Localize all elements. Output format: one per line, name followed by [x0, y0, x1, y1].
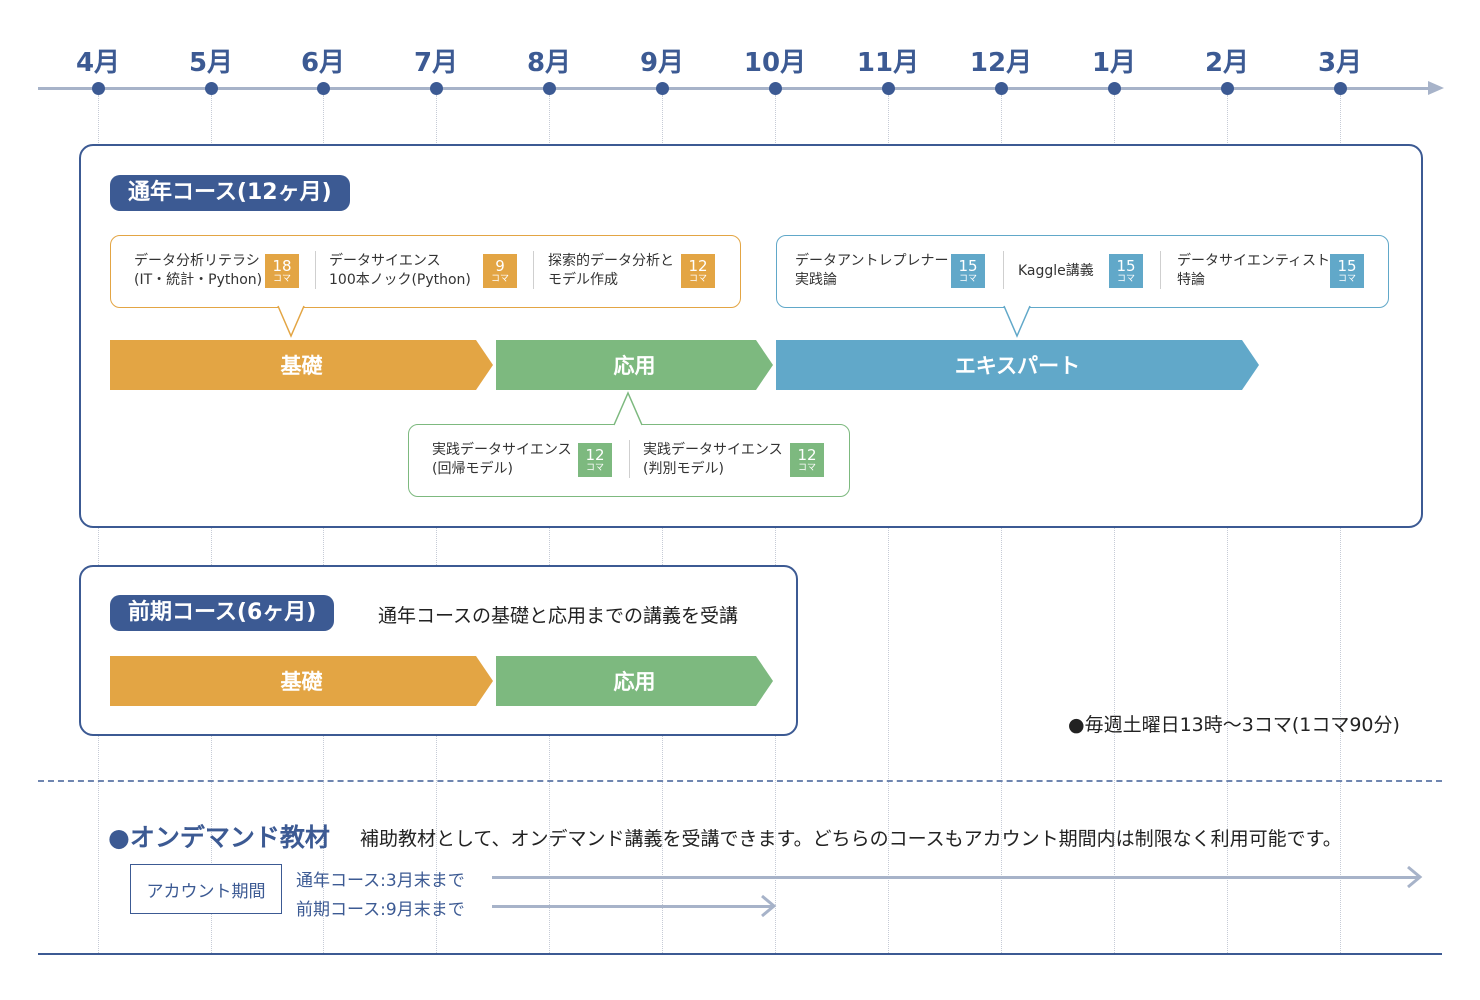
month-dot: [316, 82, 330, 95]
month-label: 9月: [639, 48, 685, 78]
item-line: (判別モデル): [643, 461, 724, 477]
item-divider: [315, 251, 316, 289]
month-dot: [429, 82, 443, 95]
applied-callout-pointer: [613, 391, 643, 426]
course-item-kaggle: Kaggle講義: [1018, 262, 1094, 281]
month-dot: [768, 82, 782, 95]
bottom-divider: [38, 953, 1442, 955]
phase-basic: 基礎: [110, 656, 493, 706]
course-item-data-scientist: データサイエンティスト 特論: [1177, 252, 1330, 290]
month-label: 6月: [300, 48, 346, 78]
month-dot: [994, 82, 1008, 95]
month-label: 8月: [526, 48, 572, 78]
full-year-period-arrowhead: [1407, 865, 1423, 889]
course-item-entrepreneur: データアントレプレナー 実践論: [795, 252, 948, 290]
item-line: 実践データサイエンス: [643, 442, 783, 458]
first-half-period-arrowhead: [761, 894, 777, 918]
item-divider: [533, 251, 534, 289]
month-label: 2月: [1204, 48, 1250, 78]
item-line: 実践データサイエンス: [432, 442, 572, 458]
month-label: 11月: [856, 48, 920, 78]
on-demand-title: ●オンデマンド教材: [108, 823, 330, 852]
month-dot: [881, 82, 895, 95]
item-line: モデル作成: [548, 272, 618, 288]
item-line: (IT・統計・Python): [134, 272, 263, 288]
item-line: データサイエンス: [329, 253, 441, 269]
item-line: データ分析リテラシ: [134, 253, 260, 269]
month-label: 3月: [1317, 48, 1363, 78]
month-dot: [1107, 82, 1121, 95]
first-half-course-box: [79, 565, 798, 736]
session-count-badge: 15 コマ: [1109, 254, 1143, 288]
item-line: 100本ノック(Python): [329, 272, 471, 288]
schedule-note: ●毎週土曜日13時〜3コマ(1コマ90分): [1068, 714, 1400, 736]
full-year-period-line: [492, 876, 1418, 879]
first-half-course-description: 通年コースの基礎と応用までの講義を受講: [378, 605, 739, 627]
account-period-label: アカウント期間: [130, 864, 282, 914]
month-label: 1月: [1091, 48, 1137, 78]
month-dot: [542, 82, 556, 95]
month-dot: [1220, 82, 1234, 95]
item-divider: [1160, 251, 1161, 289]
session-count-badge: 9 コマ: [483, 254, 517, 288]
item-line: 探索的データ分析と: [548, 253, 674, 269]
month-dot: [1333, 82, 1347, 95]
session-count-badge: 15 コマ: [1330, 254, 1364, 288]
phase-applied: 応用: [496, 340, 773, 390]
first-half-course-title: 前期コース(6ヶ月): [110, 595, 335, 631]
item-divider: [629, 440, 630, 478]
on-demand-description: 補助教材として、オンデマンド講義を受講できます。どちらのコースもアカウント期間内…: [360, 828, 1342, 850]
month-label: 12月: [969, 48, 1033, 78]
item-line: 実践論: [795, 272, 837, 288]
course-item-classification: 実践データサイエンス (判別モデル): [643, 441, 783, 479]
item-line: 特論: [1177, 272, 1205, 288]
month-dot: [91, 82, 105, 95]
month-label: 5月: [188, 48, 234, 78]
month-label: 4月: [75, 48, 121, 78]
timeline-axis: [38, 87, 1433, 90]
month-dot: [204, 82, 218, 95]
course-item-100-knock: データサイエンス 100本ノック(Python): [329, 252, 471, 290]
session-count-badge: 18 コマ: [265, 254, 299, 288]
item-line: (回帰モデル): [432, 461, 513, 477]
phase-applied: 応用: [496, 656, 773, 706]
first-half-period-label: 前期コース:9月末まで: [296, 900, 465, 920]
phase-basic: 基礎: [110, 340, 493, 390]
expert-callout: [776, 235, 1389, 308]
item-divider: [1003, 251, 1004, 289]
course-item-eda: 探索的データ分析と モデル作成: [548, 252, 674, 290]
session-count-badge: 12 コマ: [681, 254, 715, 288]
month-label: 7月: [413, 48, 459, 78]
first-half-period-line: [492, 905, 772, 908]
full-year-course-title: 通年コース(12ヶ月): [110, 175, 350, 211]
session-count-badge: 12 コマ: [790, 443, 824, 477]
session-count-badge: 12 コマ: [578, 443, 612, 477]
course-item-data-literacy: データ分析リテラシ (IT・統計・Python): [134, 252, 262, 290]
expert-callout-pointer: [1003, 305, 1031, 338]
item-line: データサイエンティスト: [1177, 253, 1331, 269]
session-count-badge: 15 コマ: [951, 254, 985, 288]
item-line: Kaggle講義: [1018, 263, 1094, 279]
full-year-period-label: 通年コース:3月末まで: [296, 871, 465, 891]
section-divider: [38, 780, 1442, 782]
basic-callout-pointer: [277, 305, 305, 338]
month-label: 10月: [743, 48, 807, 78]
timeline-arrowhead: [1428, 81, 1444, 95]
course-item-regression: 実践データサイエンス (回帰モデル): [432, 441, 572, 479]
month-dot: [655, 82, 669, 95]
item-line: データアントレプレナー: [795, 253, 949, 269]
phase-expert: エキスパート: [776, 340, 1259, 390]
basic-callout: [110, 235, 741, 308]
